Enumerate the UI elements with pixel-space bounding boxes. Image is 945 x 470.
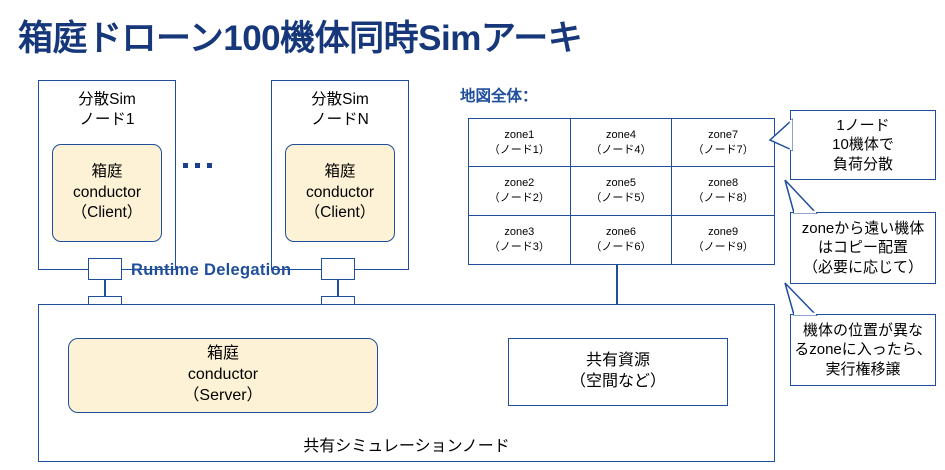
zone-cell: zone7 （ノード7） <box>672 119 774 168</box>
port-node1-top <box>88 258 122 280</box>
zone-node: （ノード4） <box>590 143 652 156</box>
zone-name: zone2 <box>504 177 535 190</box>
conductor-server: 箱庭 conductor （Server） <box>68 338 378 413</box>
connector-line-noden <box>337 280 339 308</box>
zone-name: zone5 <box>606 177 636 190</box>
zone-name: zone3 <box>504 225 535 238</box>
callout-load-balancing: 1ノード 10機体で 負荷分散 <box>790 110 936 180</box>
connector-line-grid-to-resource <box>616 265 618 338</box>
connector-line-node1 <box>104 280 106 308</box>
zone-name: zone4 <box>606 128 636 141</box>
sim-node-box-1: 分散Sim ノード1 箱庭 conductor （Client） <box>38 80 176 270</box>
zone-name: zone7 <box>708 128 739 141</box>
zone-node: （ノード7） <box>692 143 754 156</box>
zone-cell: zone3 （ノード3） <box>469 215 571 264</box>
shared-simulation-node-label: 共有シミュレーションノード <box>303 438 510 455</box>
callout-tail-1-icon <box>768 118 793 152</box>
sim-node-title-n: 分散Sim ノードN <box>311 91 369 128</box>
zone-name: zone8 <box>708 177 739 190</box>
conductor-client-n: 箱庭 conductor （Client） <box>285 143 395 242</box>
zone-node: （ノード6） <box>590 240 652 253</box>
zone-cell: zone6 （ノード6） <box>571 215 673 264</box>
callout-ownership-transfer: 機体の位置が異な るzoneに入ったら、 実行権移譲 <box>790 314 936 386</box>
map-overview-label: 地図全体： <box>460 88 538 105</box>
callout-tail-3-icon <box>784 282 818 316</box>
zone-cell: zone8 （ノード8） <box>672 167 774 216</box>
sim-node-title-1: 分散Sim ノード1 <box>78 91 136 128</box>
zone-node: （ノード1） <box>488 143 550 156</box>
runtime-delegation-label: Runtime Delegation <box>131 261 292 279</box>
conductor-client-1: 箱庭 conductor （Client） <box>52 143 162 242</box>
shared-resource-box: 共有資源 （空間など） <box>508 338 728 406</box>
zone-cell: zone5 （ノード5） <box>570 167 673 216</box>
zone-node: （ノード2） <box>488 191 550 204</box>
zone-name: zone1 <box>504 128 535 141</box>
zone-grid: zone1 （ノード1） zone4 （ノード4） zone7 （ノード7） z… <box>468 118 775 265</box>
zone-node: （ノード3） <box>488 240 550 253</box>
zone-node: （ノード5） <box>590 191 652 204</box>
zone-cell: zone4 （ノード4） <box>570 119 673 168</box>
page-title: 箱庭ドローン100機体同時Simアーキ <box>18 19 583 58</box>
callout-copy-placement: zoneから遠い機体 はコピー配置 （必要に応じて） <box>790 212 936 284</box>
port-noden-top <box>321 258 355 280</box>
ellipsis-dots-icon <box>183 163 212 168</box>
zone-cell: zone1 （ノード1） <box>469 119 571 168</box>
zone-cell: zone2 （ノード2） <box>469 167 571 216</box>
zone-node: （ノード8） <box>692 191 754 204</box>
zone-name: zone6 <box>606 225 636 238</box>
zone-name: zone9 <box>708 225 739 238</box>
callout-tail-2-icon <box>784 179 818 214</box>
zone-node: （ノード9） <box>692 240 754 253</box>
zone-cell: zone9 （ノード9） <box>672 216 774 264</box>
sim-node-box-n: 分散Sim ノードN 箱庭 conductor （Client） <box>271 80 409 270</box>
